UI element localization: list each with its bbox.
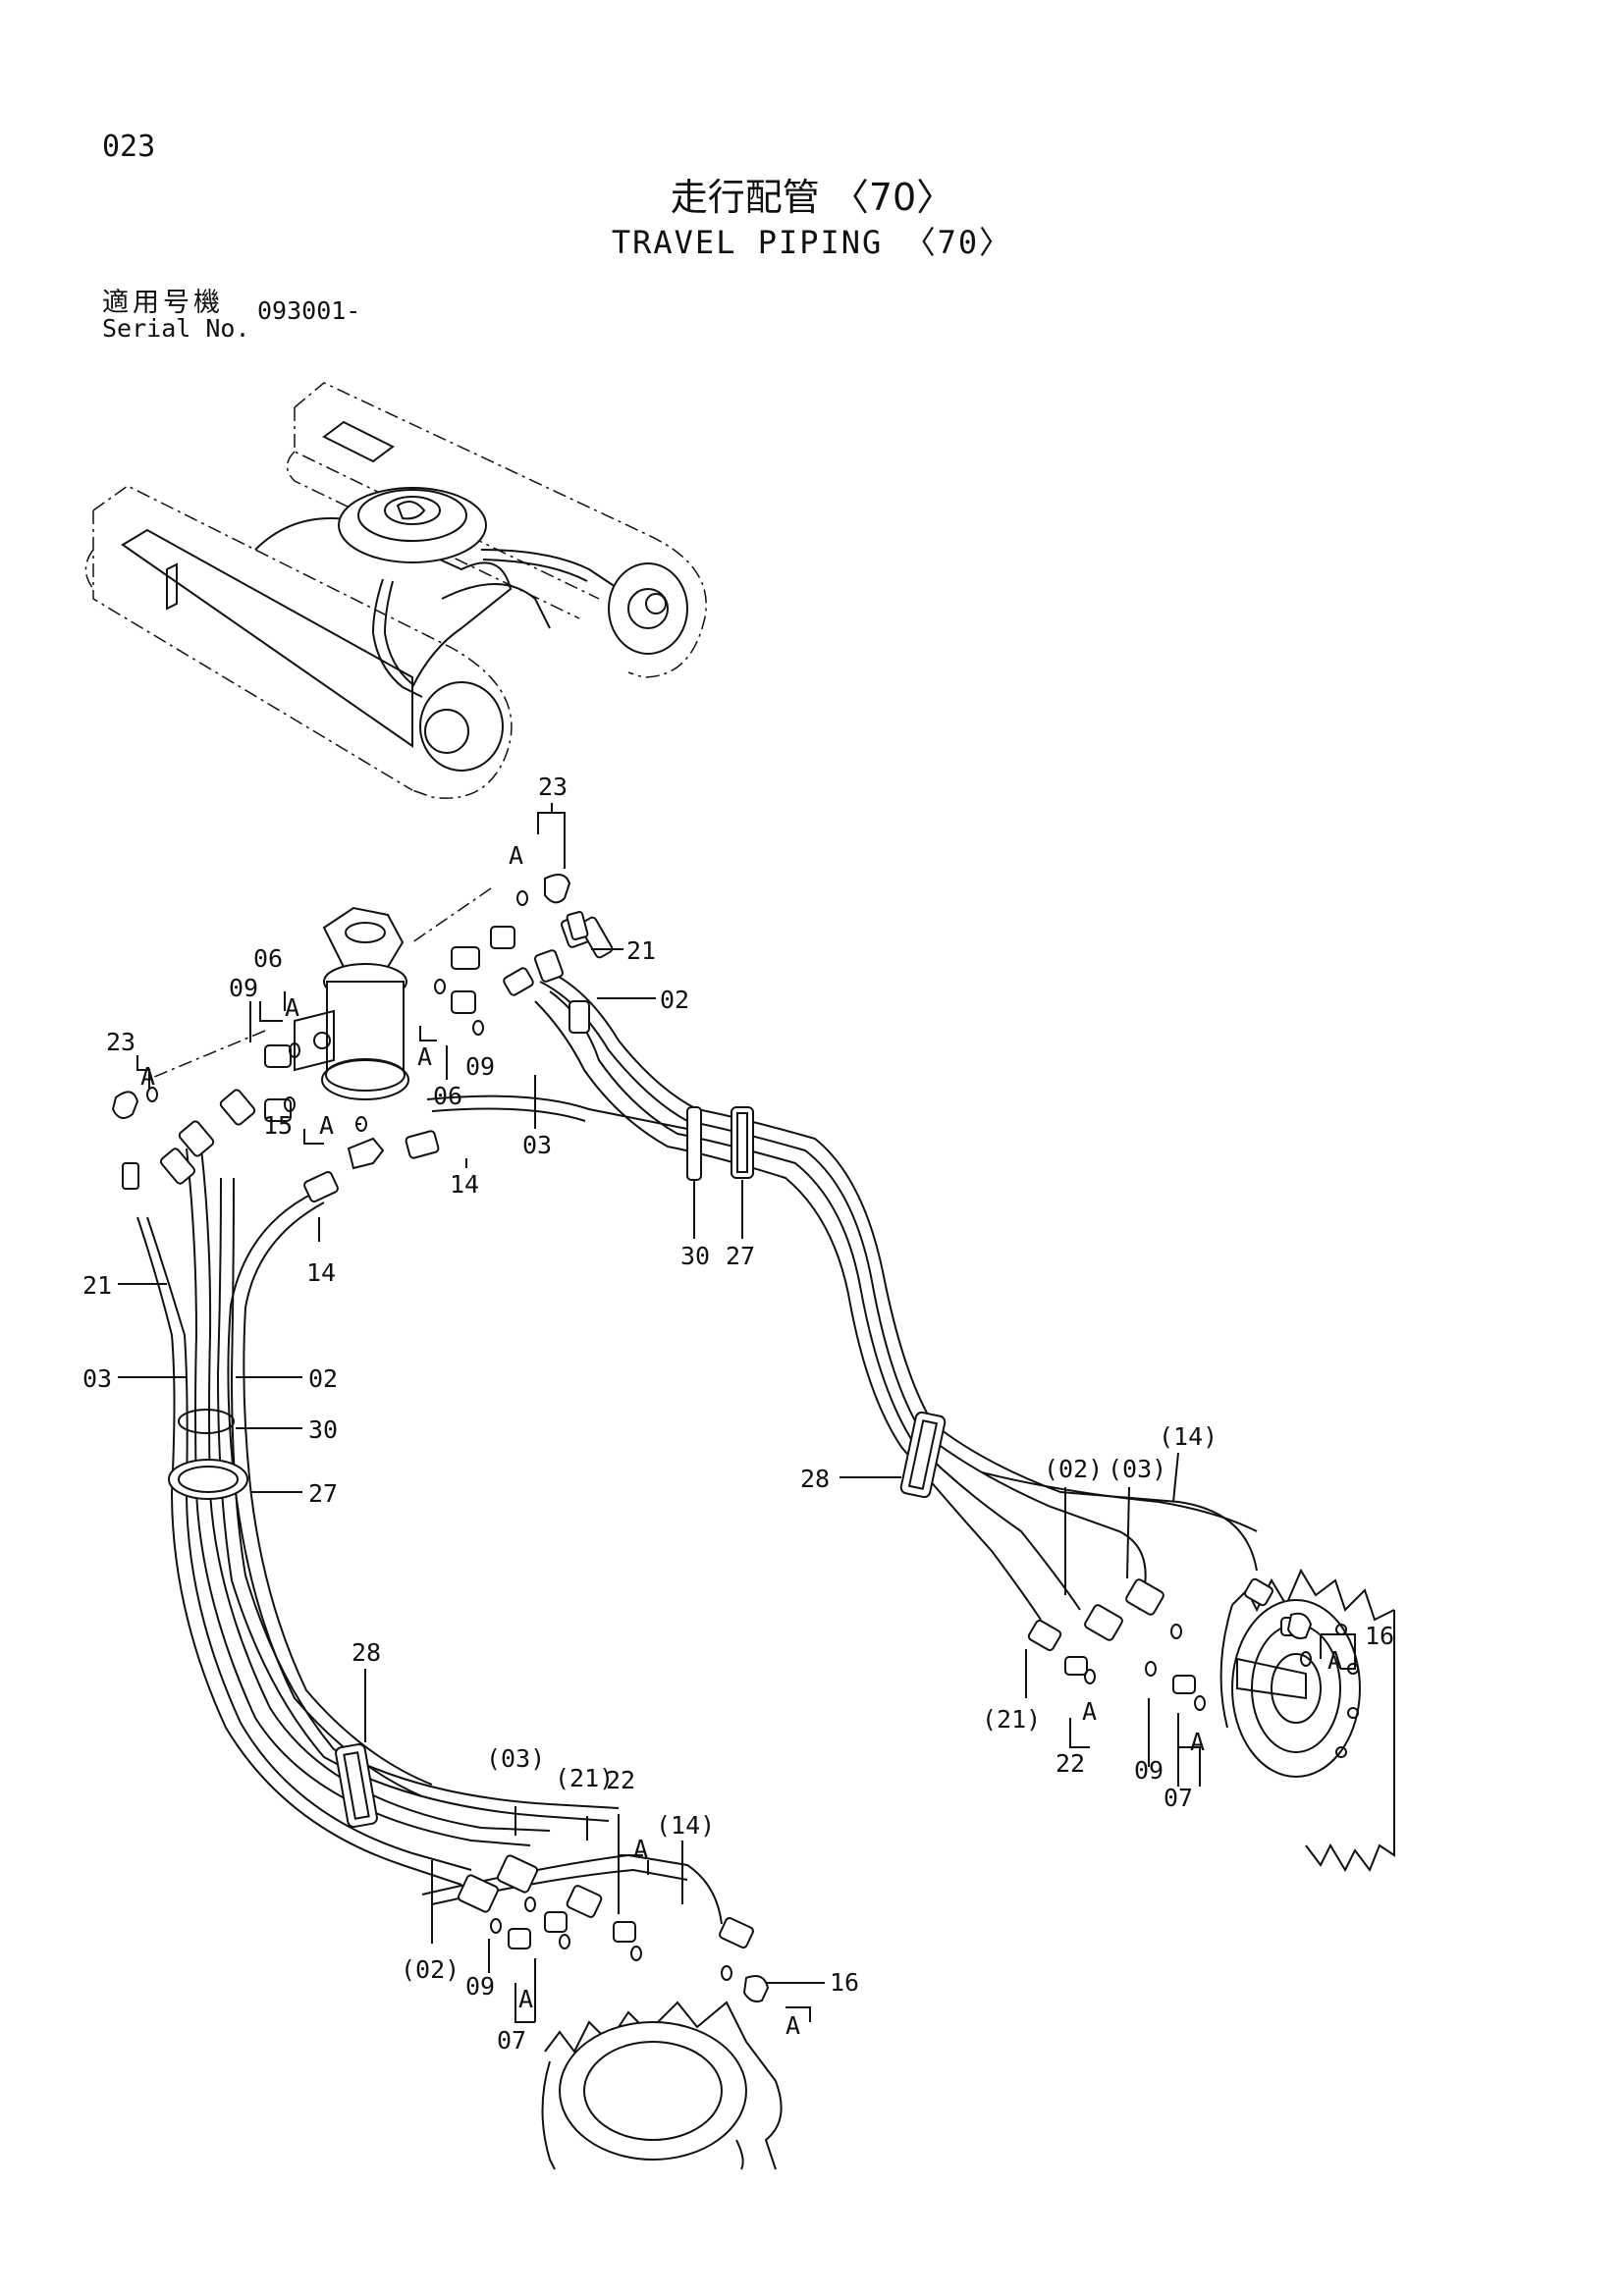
callout-07-right: 07 [1164,1784,1193,1812]
callout-14-mid: 14 [450,1170,479,1199]
callout-a-left: A [140,1062,155,1091]
callout-09-b: 09 [465,1052,495,1081]
callout-21-bottom: (21) [555,1764,614,1792]
callout-15: 15 [263,1111,293,1140]
callout-30-mid: 30 [680,1242,710,1270]
callout-14-bottom: (14) [656,1811,715,1840]
travel-motor-bottom [541,2001,783,2170]
callout-21-right: (21) [982,1705,1041,1734]
callout-a-16-bottom: A [785,2011,800,2040]
callout-03-mid: 03 [522,1131,552,1159]
clip-30-left [178,1409,235,1434]
callout-03-left: 03 [82,1364,112,1393]
callout-03-bottom: (03) [486,1744,545,1773]
callout-a-06a: A [285,993,299,1022]
serial-number-value: 093001- [257,296,361,325]
callout-21-top: 21 [626,936,656,965]
clip-30-top [686,1106,702,1181]
callout-22-bottom: 22 [606,1766,635,1794]
page-title-english: TRAVEL PIPING 〈70〉 [611,224,1013,261]
callout-a-07-bottom: A [518,1985,533,2013]
callout-a-22-bottom: A [633,1835,648,1863]
callout-14-left: 14 [306,1258,336,1287]
page-title-japanese: 走行配管 〈70〉 [670,176,954,219]
callout-a-16-right: A [1327,1646,1342,1675]
callout-27-mid: 27 [726,1242,755,1270]
callout-09-a: 09 [229,974,258,1002]
callout-02-bottom: (02) [401,1955,460,1984]
callout-14-right: (14) [1159,1422,1218,1451]
callout-09-bottom: 09 [465,1972,495,2001]
callout-28-left: 28 [352,1638,381,1667]
callout-a-15: A [319,1111,334,1140]
callout-02-left: 02 [308,1364,338,1393]
callout-09-right: 09 [1134,1756,1164,1785]
callout-02-right: (02) [1044,1455,1103,1483]
undercarriage-overview-illustration [84,382,707,799]
callout-27-left: 27 [308,1479,338,1508]
clamp-band-28-right [899,1411,947,1499]
fittings-top [111,874,614,1202]
clamp-band-27-left [168,1459,248,1500]
callout-labels: 23 A 21 02 03 14 30 27 06 A 09 23 A 15 A… [82,773,1394,2055]
page-number: 023 [102,130,156,164]
serial-label-english: Serial No. [102,314,250,343]
callout-22-right: 22 [1056,1749,1085,1778]
travel-motor-right [1219,1568,1395,1873]
fittings-right [1027,1577,1313,1711]
callout-a-22-right: A [1082,1697,1097,1726]
callout-30-left: 30 [308,1415,338,1444]
callout-07-bottom: 07 [497,2026,526,2055]
callout-a-07-right: A [1190,1728,1205,1756]
hose-bundle-right [426,971,1258,1621]
clamp-band-27-top [731,1106,754,1179]
fittings-bottom [457,1854,770,2002]
callout-a-top: A [509,841,523,870]
hose-bundle-left [136,1148,723,1925]
serial-label-japanese: 適用号機 [102,288,224,318]
callout-28-right: 28 [800,1465,830,1493]
callout-06-b: 06 [433,1082,462,1110]
callout-16-right: 16 [1365,1622,1394,1650]
clamp-band-28-left [335,1742,378,1829]
leader-lines [118,803,1356,2023]
callout-06-a: 06 [253,944,283,973]
callout-03-right: (03) [1108,1455,1166,1483]
callout-a-06b: A [417,1042,432,1071]
center-joint-swivel [294,906,409,1100]
callout-02-top: 02 [660,986,689,1014]
callout-21-left: 21 [82,1271,112,1300]
callout-23-top: 23 [538,773,568,801]
callout-16-bottom: 16 [830,1968,859,1997]
callout-23-left: 23 [106,1028,135,1056]
